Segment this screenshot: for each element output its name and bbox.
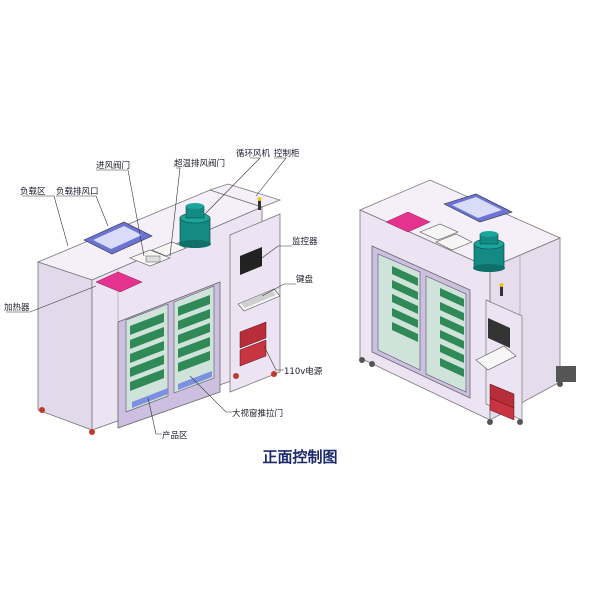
label-inlet-damper: 进风阀门 <box>96 160 130 171</box>
left-control-cabinet <box>208 183 282 393</box>
right-shelves <box>392 266 464 377</box>
label-load-zone: 负载区 <box>20 186 46 197</box>
left-chamber <box>36 189 264 431</box>
label-heater: 加热器 <box>4 302 30 313</box>
label-110v-power: 110v电源 <box>284 366 323 377</box>
label-control-cabinet: 控制柜 <box>274 148 300 159</box>
label-product-zone: 产品区 <box>162 430 188 441</box>
left-feet <box>39 371 277 435</box>
label-monitor: 监控器 <box>292 236 318 247</box>
left-load-exhaust-vent <box>83 221 153 255</box>
label-load-exhaust: 负载排风口 <box>56 186 99 197</box>
label-overtemp-damper: 超温排风阀门 <box>174 158 225 169</box>
label-viewing-window-door: 大视窗推拉门 <box>232 408 283 419</box>
left-circulation-fan-motor <box>179 203 211 248</box>
right-heater <box>385 211 431 233</box>
right-load-exhaust-vent <box>443 193 513 223</box>
left-shelves <box>130 295 212 408</box>
right-feet <box>359 357 563 425</box>
label-circulation-fan: 循环风机 <box>236 148 271 159</box>
callout-labels: 负载区 负载排风口 进风阀门 超温排风阀门 循环风机 控制柜 监控器 键盘 加热… <box>4 148 323 441</box>
left-heater <box>95 271 143 293</box>
right-circulation-fan-motor <box>473 231 505 272</box>
right-chamber <box>359 179 561 421</box>
right-control-cabinet <box>475 283 576 421</box>
callout-lines <box>6 157 296 435</box>
right-dampers <box>419 223 473 251</box>
diagram-caption: 正面控制图 <box>262 448 338 466</box>
label-keyboard: 键盘 <box>296 274 314 285</box>
